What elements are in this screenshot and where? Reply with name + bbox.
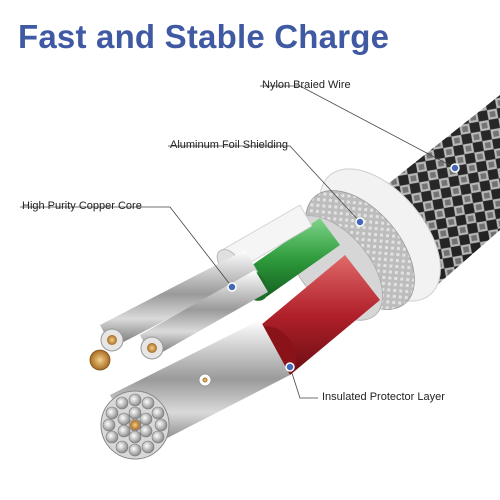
callout-dot-insulated [285, 362, 295, 372]
label-nylon-braided-wire: Nylon Braied Wire [262, 79, 351, 91]
label-insulated-protector-layer: Insulated Protector Layer [322, 391, 445, 403]
small-conductor-bundle-1 [100, 250, 258, 348]
label-copper-core: High Purity Copper Core [22, 200, 142, 212]
small-white-wire-end [198, 373, 212, 387]
copper-core-end-1 [89, 349, 111, 371]
callout-dot-foil [355, 217, 365, 227]
copper-core-end-3 [140, 336, 164, 360]
callout-line-foil [168, 145, 361, 223]
small-conductor-bundle-2 [140, 270, 268, 358]
callout-dot-nylon [450, 163, 460, 173]
diagram-title: Fast and Stable Charge [18, 18, 390, 55]
callout-line-insulated [289, 366, 318, 399]
label-aluminum-foil-shielding: Aluminum Foil Shielding [170, 139, 288, 151]
copper-core-end-2 [100, 328, 124, 352]
large-strand-face [100, 390, 170, 460]
callout-line-copper [20, 206, 233, 288]
callout-line-nylon [260, 85, 456, 169]
callout-lines [20, 85, 456, 399]
callout-dot-copper [227, 282, 237, 292]
